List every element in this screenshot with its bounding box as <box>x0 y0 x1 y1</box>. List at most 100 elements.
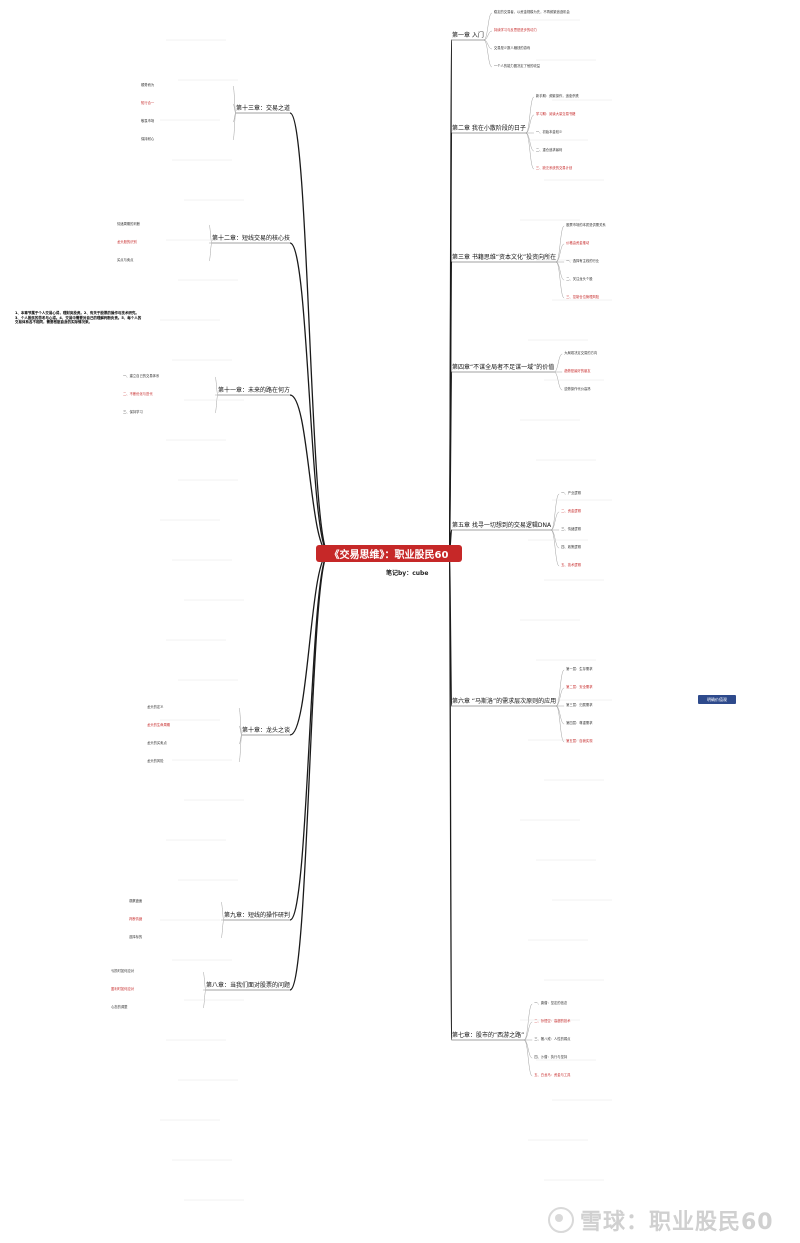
branch-label: 第一章 入门 <box>452 32 484 39</box>
reading-notice: 1、本章节属于个人交易心得，理财类投资。2、有关于股票的操作与技术研究。3、个人… <box>15 311 142 325</box>
branch-label: 第四章“不谋全局者不足谋一域”的价值 <box>452 364 555 371</box>
connector-line <box>214 394 219 414</box>
branch-label: 第二章 我在小散阶段的日子 <box>452 125 526 132</box>
leaf-note: 买点与卖点 <box>116 258 134 262</box>
connector-line <box>556 705 565 725</box>
connector-line <box>232 103 237 114</box>
value-tag: 明确价值观 <box>698 695 736 704</box>
leaf-note: 龙头的风险 <box>146 759 164 763</box>
connector-line <box>524 1003 533 1041</box>
leaf-note: 第一层：生存需求 <box>566 667 593 671</box>
leaf-note: 心态的调整 <box>110 1005 128 1009</box>
connector-line <box>555 669 565 707</box>
connector-line <box>551 529 560 549</box>
branch-label: 第十二章：短线交易的核心技 <box>211 235 290 242</box>
leaf-note: 股票市场的本质是供需关系 <box>566 223 606 227</box>
leaf-note: 学习期：阅读大量交易书籍 <box>535 112 576 116</box>
leaf-note: 二、资金逻辑 <box>561 509 581 513</box>
connector-line <box>525 96 535 134</box>
connector-line <box>289 552 330 736</box>
connector-line <box>555 261 565 299</box>
leaf-note: 一、唐僧：坚定的信念 <box>534 1001 568 1005</box>
connector-line <box>483 12 493 41</box>
leaf-note: 第二层：安全需求 <box>566 685 593 689</box>
connector-line <box>483 39 492 50</box>
leaf-note: 大局观决定交易的方向 <box>564 351 598 355</box>
leaf-note: 敬畏市场 <box>140 119 155 123</box>
connector-line <box>238 734 243 763</box>
connector-line <box>208 242 213 262</box>
connector-line <box>556 687 565 707</box>
leaf-note: 二、重仓追求暴利 <box>535 148 563 152</box>
leaf-note: 新手期：频繁操作，追涨杀跌 <box>535 94 579 98</box>
connector-line <box>289 552 330 991</box>
connector-line <box>232 112 237 123</box>
leaf-note: 三、缺乏系统的交易计划 <box>535 166 573 170</box>
leaf-note: 情绪周期的判断 <box>116 222 141 226</box>
leaf-note: 保持耐心 <box>140 137 155 141</box>
connector-line <box>524 1021 533 1041</box>
connector-line <box>554 353 563 373</box>
connector-line <box>448 552 453 1041</box>
leaf-note: 一、建立自己的交易体系 <box>122 374 160 378</box>
connector-line <box>524 1039 533 1077</box>
connector-line <box>232 112 237 141</box>
leaf-note: 交易是少数人赚钱的游戏 <box>493 46 531 50</box>
leaf-note: 知行合一 <box>140 101 155 105</box>
leaf-note: 一、选择有主线的行业 <box>566 259 600 263</box>
connector-line <box>214 376 219 396</box>
connector-line <box>208 224 213 244</box>
leaf-note: 观察盘面 <box>128 899 143 903</box>
connector-line <box>483 30 492 41</box>
leaf-note: 第三层：归属需求 <box>566 703 593 707</box>
leaf-note: 三、情绪逻辑 <box>561 527 581 531</box>
branch-label: 第十章：龙头之谈 <box>241 727 290 734</box>
branch-label: 第十一章：未来的路在何方 <box>217 387 290 394</box>
leaf-note: 三、猪八戒：人性的弱点 <box>534 1037 571 1041</box>
leaf-note: 三、控制仓位管理风险 <box>566 295 600 299</box>
watermark-text: 雪球：职业股民60 <box>580 1210 774 1235</box>
leaf-note: 逆势操作代价高昂 <box>564 387 591 391</box>
connector-line <box>555 225 565 263</box>
connector-line <box>238 707 243 736</box>
connector-line <box>556 243 565 263</box>
snowball-logo-icon <box>548 1207 574 1233</box>
connector-line <box>554 371 563 391</box>
connector-line <box>238 725 243 736</box>
leaf-note: 选择标的 <box>128 935 143 939</box>
connector-line <box>550 529 560 567</box>
watermark: 雪球：职业股民60 <box>548 1205 788 1235</box>
connector-line <box>556 261 565 281</box>
connector-line <box>202 971 207 991</box>
connector-line <box>289 112 330 554</box>
connector-line <box>483 39 493 68</box>
branch-label: 第七章：股市的“西游之路” <box>452 1032 525 1039</box>
branch-label: 第五章 找寻一切想到的交易逻辑DNA <box>452 522 552 529</box>
leaf-note: 五、白龙马：资金与工具 <box>534 1073 571 1077</box>
leaf-note: 五、技术逻辑 <box>561 563 581 567</box>
leaf-note: 龙头的定义 <box>146 705 164 709</box>
leaf-note: 龙头的生命周期 <box>146 723 171 727</box>
leaf-note: 一个人的能力圈决定了他的收益 <box>493 64 541 68</box>
leaf-note: 第四层：尊重需求 <box>566 721 593 725</box>
connector-line <box>289 242 330 554</box>
connector-line <box>525 132 534 152</box>
branch-label: 第六章 “马斯洛”的需求层次原则的应用 <box>452 698 557 705</box>
branch-label: 第八章：当我们面对股票的问题 <box>205 982 290 989</box>
connector-line <box>238 734 243 745</box>
connector-line <box>220 901 225 921</box>
leaf-note: 顺势而为 <box>140 83 155 87</box>
leaf-note: 龙头的买卖点 <box>146 741 167 745</box>
leaf-note: 第五层：自我实现 <box>566 739 593 743</box>
connector-line <box>550 493 560 531</box>
leaf-note: 龙头股的识别 <box>116 240 137 244</box>
connector-line <box>202 989 207 1009</box>
connector-line <box>289 552 330 921</box>
connector-line <box>525 132 535 170</box>
leaf-note: 亏损时如何应对 <box>110 969 135 973</box>
leaf-note: 三、保持学习 <box>122 410 143 414</box>
branch-label: 第十三章：交易之道 <box>235 105 290 112</box>
leaf-note: 价格由资金推动 <box>566 241 590 245</box>
leaf-note: 二、孙悟空：高超的技术 <box>534 1019 571 1023</box>
